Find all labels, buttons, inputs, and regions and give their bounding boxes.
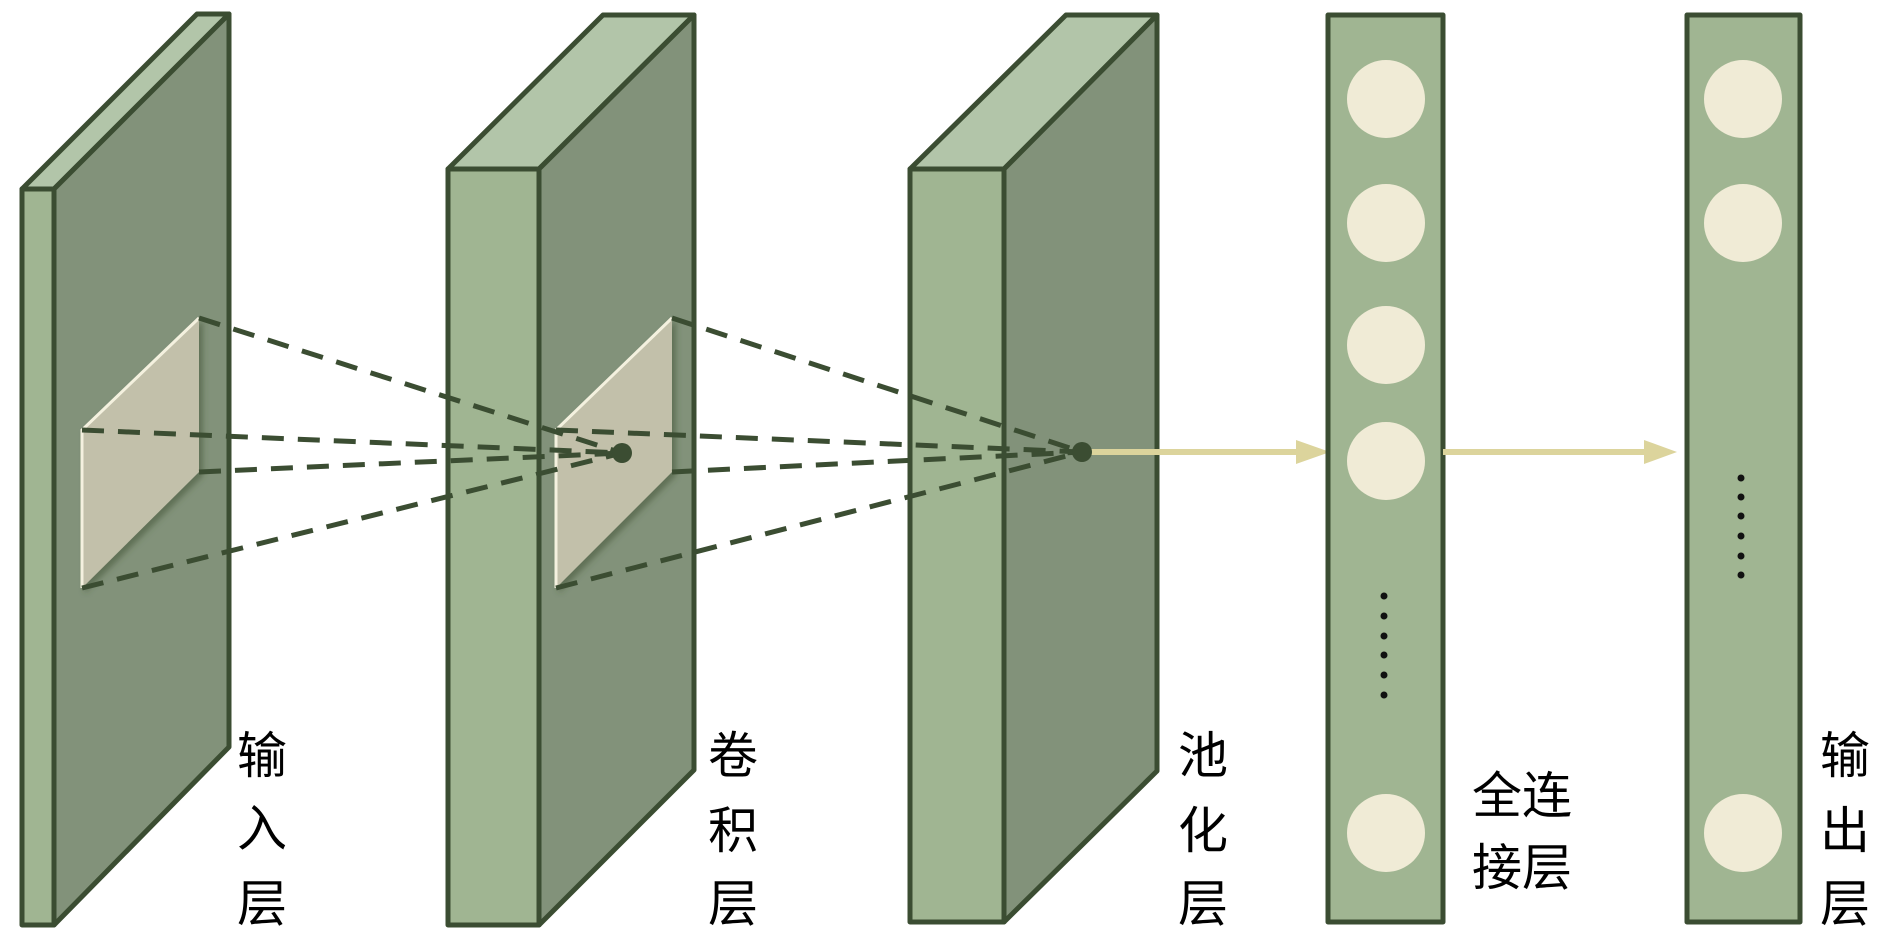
label-char: 池 <box>1178 727 1228 785</box>
label-line: 全连 <box>1472 767 1572 825</box>
fc-to-output-arrow <box>1443 440 1677 464</box>
output-layer-box <box>1684 12 1803 925</box>
label-char: 化 <box>1178 802 1228 860</box>
input-to-conv-projection <box>81 315 623 591</box>
label-line: 接层 <box>1472 839 1572 897</box>
label-char: 层 <box>1820 875 1870 933</box>
conv-layer-label: 卷 积 层 <box>708 727 758 933</box>
fc-neuron <box>1347 60 1425 138</box>
label-char: 入 <box>237 800 287 858</box>
label-char: 积 <box>708 802 758 860</box>
fc-neuron <box>1347 306 1425 384</box>
label-char: 层 <box>237 875 287 933</box>
label-char: 卷 <box>708 727 758 785</box>
fc-neuron <box>1347 184 1425 262</box>
input-layer-label: 输 入 层 <box>237 727 287 933</box>
conv-output-point <box>612 443 632 463</box>
pool-layer-front-face <box>907 166 1007 925</box>
output-neuron <box>1704 184 1782 262</box>
pool-output-point <box>1072 442 1092 462</box>
output-ellipsis-dots <box>1737 474 1745 579</box>
output-neuron <box>1704 794 1782 872</box>
output-neuron <box>1704 60 1782 138</box>
fc-layer-label: 全连 接层 <box>1472 767 1572 897</box>
input-layer-front-face <box>19 186 57 928</box>
conv-layer-front-face <box>445 166 542 928</box>
output-layer-label: 输 出 层 <box>1820 727 1870 933</box>
label-char: 输 <box>237 727 287 785</box>
output-layer <box>1684 12 1803 925</box>
label-char: 输 <box>1820 727 1870 785</box>
input-layer <box>19 11 232 928</box>
label-char: 出 <box>1820 802 1870 860</box>
conv-layer <box>445 12 697 928</box>
label-char: 层 <box>708 875 758 933</box>
fc-neuron <box>1347 794 1425 872</box>
fc-ellipsis-dots <box>1380 592 1388 699</box>
fc-neuron <box>1347 422 1425 500</box>
label-char: 层 <box>1178 875 1228 933</box>
pool-layer <box>907 12 1160 925</box>
pool-to-fc-arrow <box>1082 440 1330 464</box>
fc-layer <box>1325 12 1446 925</box>
pool-layer-label: 池 化 层 <box>1178 727 1228 933</box>
conv-to-pool-projection <box>555 315 1083 591</box>
